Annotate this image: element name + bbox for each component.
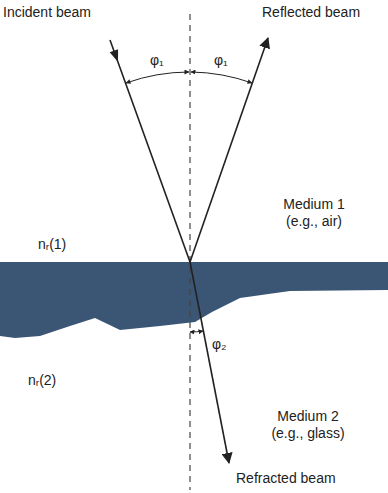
refracted-beam-line <box>190 262 229 463</box>
angle-label: φ₂ <box>212 336 227 353</box>
angle-label: φ₁ <box>214 52 228 69</box>
incident-arrowhead <box>110 49 118 62</box>
beam-label: Refracted beam <box>236 470 336 487</box>
medium-label: Medium 1 (e.g., air) <box>268 196 360 230</box>
angle-arc <box>126 72 189 83</box>
beam-label: Reflected beam <box>262 4 360 21</box>
glass-medium <box>0 262 388 338</box>
beam-label: Incident beam <box>3 4 91 21</box>
normal-line <box>189 14 190 490</box>
angle-label: φ₁ <box>150 52 164 69</box>
reflected-beam-line <box>190 38 268 262</box>
index-label: nᵣ(2) <box>28 372 56 389</box>
incident-beam-line <box>110 40 190 262</box>
angle-arc <box>190 331 203 332</box>
medium-label: Medium 2 (e.g., glass) <box>262 408 354 442</box>
angle-arc <box>191 72 252 83</box>
index-label: nᵣ(1) <box>38 236 66 253</box>
